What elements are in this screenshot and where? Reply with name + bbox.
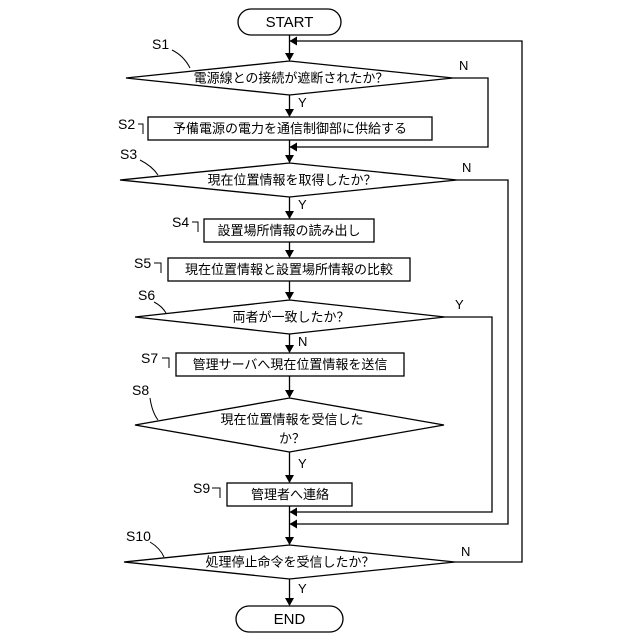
- decision-s8-text-line2: か？: [279, 432, 305, 447]
- leader-s4: [192, 222, 198, 232]
- leader-s5: [154, 263, 161, 273]
- leader-s6: [154, 302, 166, 313]
- step-id-s4: S4: [172, 214, 189, 230]
- step-id-s2: S2: [118, 116, 135, 132]
- start-label: START: [266, 14, 314, 31]
- decision-s3-text: 現在位置情報を取得したか？: [207, 173, 376, 189]
- process-s7-text: 管理サーバへ現在位置情報を送信: [193, 358, 388, 373]
- arrowhead: [285, 250, 294, 258]
- end-label: END: [274, 611, 306, 628]
- leader-s3: [140, 160, 158, 175]
- arrowhead: [285, 345, 294, 353]
- s6-no-label: N: [298, 334, 307, 349]
- step-id-s9: S9: [193, 480, 210, 496]
- process-s2-text: 予備電源の電力を通信制御部に供給する: [173, 121, 407, 137]
- s10-yes-label: Y: [298, 581, 307, 596]
- arrowhead: [290, 508, 298, 517]
- arrowhead: [285, 109, 294, 117]
- arrowhead: [285, 155, 294, 163]
- decision-s6-text: 両者が一致したか？: [232, 311, 349, 326]
- arrowhead: [285, 475, 294, 483]
- s1-yes-label: Y: [298, 95, 307, 110]
- s8-yes-label: Y: [298, 456, 307, 471]
- s6-yes-label: Y: [455, 297, 464, 312]
- step-id-s10: S10: [126, 528, 151, 544]
- step-id-s5: S5: [134, 255, 151, 271]
- leader-s10: [150, 542, 164, 557]
- decision-s10-text: 処理停止命令を受信したか？: [205, 555, 374, 571]
- decision-s1-text: 電源線との接続が遮断されたか？: [194, 71, 389, 87]
- step-id-s6: S6: [138, 287, 155, 303]
- leader-s1: [172, 50, 190, 68]
- leader-s2: [138, 124, 143, 134]
- arrowhead: [285, 211, 294, 219]
- arrowhead: [285, 292, 294, 300]
- arrowhead: [290, 37, 298, 46]
- arrowhead: [290, 143, 298, 152]
- s10-no-label: N: [461, 544, 470, 559]
- process-s4-text: 設置場所情報の読み出し: [217, 223, 360, 239]
- process-s5-text: 現在位置情報と設置場所情報の比較: [185, 262, 393, 278]
- leader-s7: [162, 358, 169, 368]
- process-s9-text: 管理者へ連絡: [251, 487, 329, 503]
- s3-no-label: N: [462, 160, 471, 175]
- step-id-s7: S7: [141, 350, 158, 366]
- leader-s9: [212, 488, 220, 498]
- step-id-s3: S3: [120, 146, 137, 162]
- arrowhead: [290, 520, 298, 529]
- arrowhead: [285, 390, 294, 398]
- leader-s8: [150, 398, 158, 420]
- s3-yes-label: Y: [298, 197, 307, 212]
- step-id-s1: S1: [152, 36, 169, 52]
- s1-no-label: N: [459, 58, 468, 73]
- arrowhead: [285, 598, 294, 606]
- arrowhead: [285, 53, 294, 61]
- decision-s8-text-line1: 現在位置情報を受信した: [220, 413, 363, 428]
- step-id-s8: S8: [132, 382, 149, 398]
- arrowhead: [285, 537, 294, 545]
